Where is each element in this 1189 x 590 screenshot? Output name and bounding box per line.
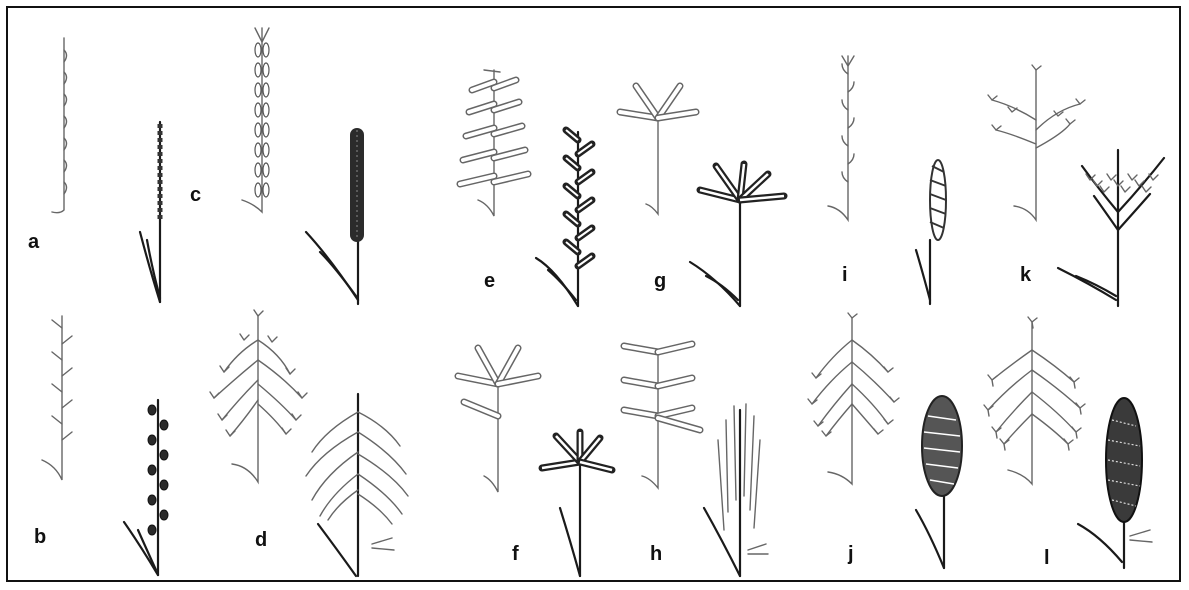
panel-b-sketch xyxy=(42,316,72,480)
panel-label-i: i xyxy=(842,265,848,285)
panel-d-sketch xyxy=(210,310,307,482)
panel-a-sketch xyxy=(52,38,67,213)
panel-f-sketch xyxy=(458,348,538,492)
panel-g-sketch xyxy=(620,86,696,214)
panel-label-k: k xyxy=(1020,265,1031,285)
panel-e-plant xyxy=(536,130,592,306)
panel-j-plant xyxy=(916,396,962,568)
panel-label-h: h xyxy=(650,544,662,564)
panel-label-c: c xyxy=(190,185,201,205)
panel-c-plant xyxy=(306,128,364,304)
panel-label-a: a xyxy=(28,232,39,252)
panel-k-plant xyxy=(1058,150,1164,306)
panel-h-sketch xyxy=(624,344,700,488)
panel-l-sketch xyxy=(984,317,1085,484)
panel-f-plant xyxy=(542,432,612,576)
panel-label-g: g xyxy=(654,271,666,291)
panel-d-plant xyxy=(306,394,408,576)
panel-label-j: j xyxy=(848,544,854,564)
panel-i-sketch xyxy=(828,56,854,220)
panel-h-plant xyxy=(704,404,768,576)
panel-a-plant xyxy=(140,122,160,302)
panel-label-f: f xyxy=(512,544,519,564)
panel-b-plant xyxy=(124,400,168,575)
panel-j-sketch xyxy=(808,313,899,484)
panel-l-plant xyxy=(1078,398,1152,568)
panel-e-sketch xyxy=(460,70,528,216)
panel-label-d: d xyxy=(255,530,267,550)
panel-i-plant xyxy=(916,160,946,304)
panel-g-plant xyxy=(690,164,784,306)
panel-label-b: b xyxy=(34,527,46,547)
panel-label-l: l xyxy=(1044,548,1050,568)
panel-label-e: e xyxy=(484,271,495,291)
panel-c-sketch xyxy=(242,28,269,212)
panel-k-sketch xyxy=(988,65,1085,220)
